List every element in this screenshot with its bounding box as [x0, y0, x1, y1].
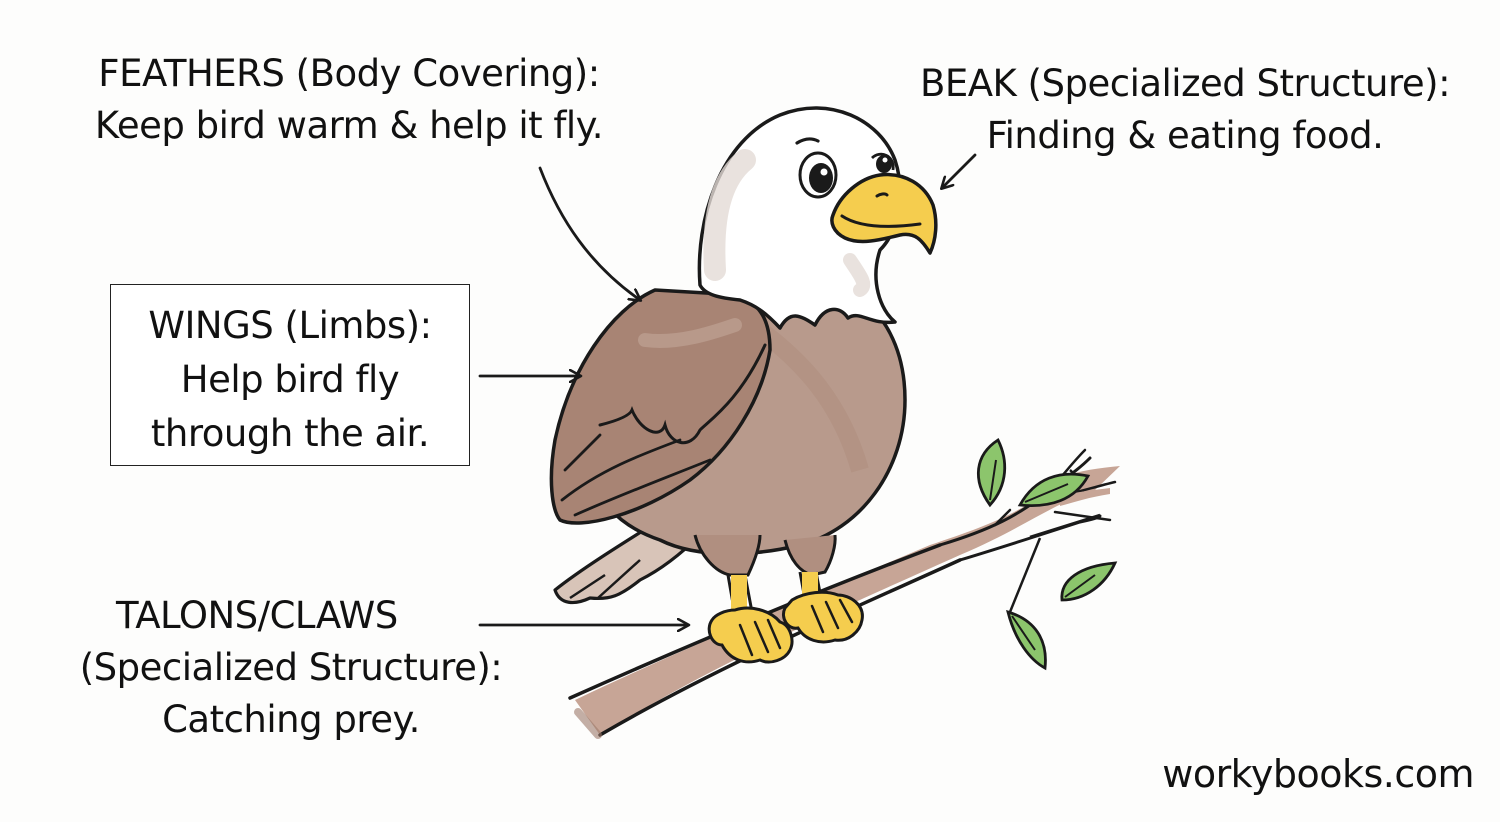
wings-title: WINGS (Limbs): [148, 304, 432, 347]
beak-description: Finding & eating food. [986, 114, 1384, 157]
eye-left [809, 163, 833, 193]
feathers-title: FEATHERS (Body Covering): [98, 52, 600, 95]
eyebrow [795, 137, 820, 145]
talons-title: TALONS/CLAWS [116, 594, 398, 637]
beak-arrow [942, 153, 977, 188]
wings-label-box: WINGS (Limbs): Help bird fly through the… [110, 284, 470, 466]
beak [830, 172, 938, 255]
beak-label: BEAK (Specialized Structure): Finding & … [890, 58, 1480, 162]
wings-description-line2: through the air. [150, 412, 430, 455]
feathers-description: Keep bird warm & help it fly. [94, 104, 604, 147]
leaves [977, 437, 1118, 671]
wing [549, 288, 772, 525]
feathers-arrow [538, 166, 640, 300]
talons [707, 571, 864, 664]
beak-title: BEAK (Specialized Structure): [919, 62, 1451, 105]
feathers-label: FEATHERS (Body Covering): Keep bird warm… [44, 48, 654, 152]
wings-description-line1: Help bird fly [180, 358, 400, 401]
talons-subtitle: (Specialized Structure): [79, 646, 503, 689]
watermark: workybooks.com [1162, 752, 1474, 796]
talons-label: TALONS/CLAWS (Specialized Structure): Ca… [36, 590, 546, 746]
talons-description: Catching prey. [162, 698, 420, 741]
head [697, 106, 938, 330]
